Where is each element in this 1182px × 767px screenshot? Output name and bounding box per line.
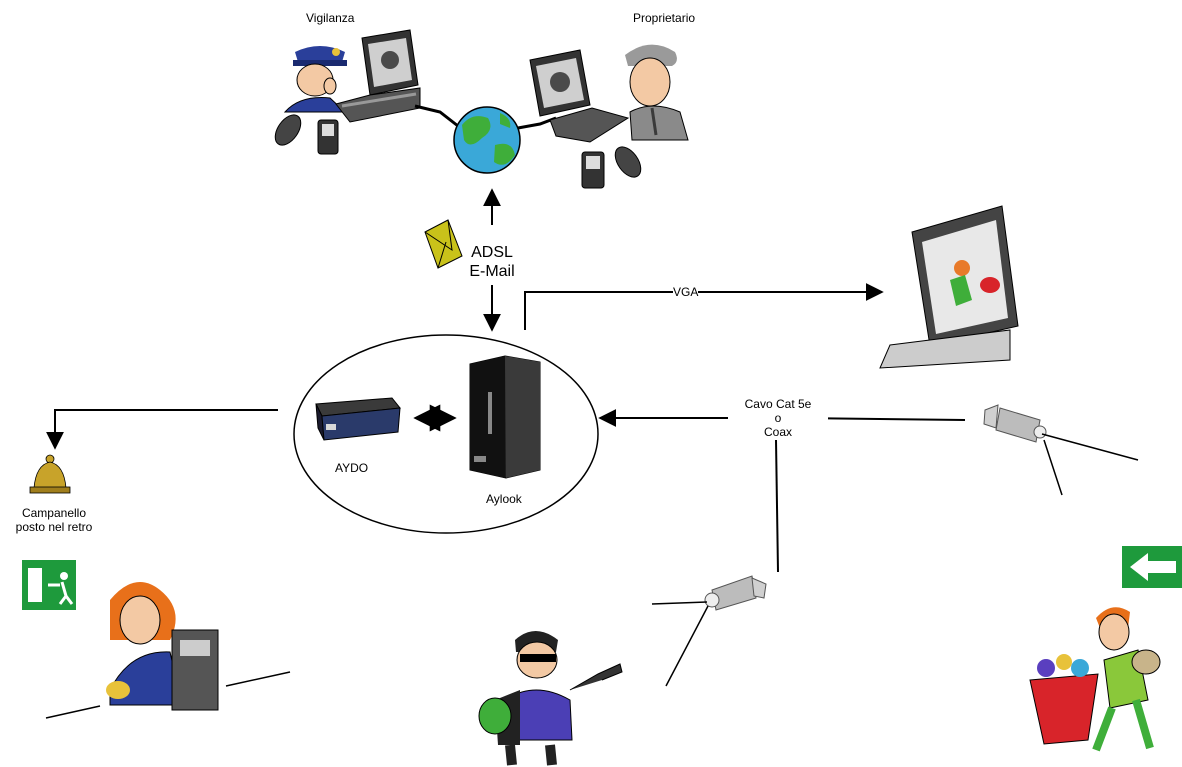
- monitor-icon: [879, 205, 1019, 369]
- bell-icon: [29, 454, 71, 494]
- camera-icon: [983, 404, 1047, 443]
- phone-icon: [581, 146, 642, 189]
- label-vga: VGA: [673, 285, 699, 299]
- exit-sign-icon: [22, 560, 76, 610]
- label-aylook: Aylook: [486, 492, 522, 506]
- exit-sign-icon: [1122, 546, 1182, 588]
- envelope-icon: [424, 219, 463, 269]
- laptop-icon: [335, 29, 421, 123]
- label-vigilanza: Vigilanza: [306, 11, 355, 25]
- shopper-icon: [1029, 607, 1161, 752]
- aylook-server-icon: [469, 355, 541, 479]
- camera-icon: [704, 575, 767, 611]
- label-campanello: Campanello posto nel retro: [15, 506, 93, 534]
- label-adsl-email: ADSL E-Mail: [469, 244, 515, 280]
- owner-icon: [625, 44, 689, 141]
- cashier-icon: [106, 582, 219, 711]
- label-proprietario: Proprietario: [633, 11, 696, 25]
- thief-icon: [478, 631, 623, 766]
- security-guard-icon: [283, 46, 347, 113]
- globe-icon: [453, 106, 521, 174]
- aydo-device-icon: [315, 397, 401, 441]
- label-cavo: Cavo Cat 5e o Coax: [728, 397, 828, 439]
- label-aydo: AYDO: [335, 461, 369, 475]
- laptop-icon: [529, 49, 630, 143]
- phone-icon: [274, 114, 339, 155]
